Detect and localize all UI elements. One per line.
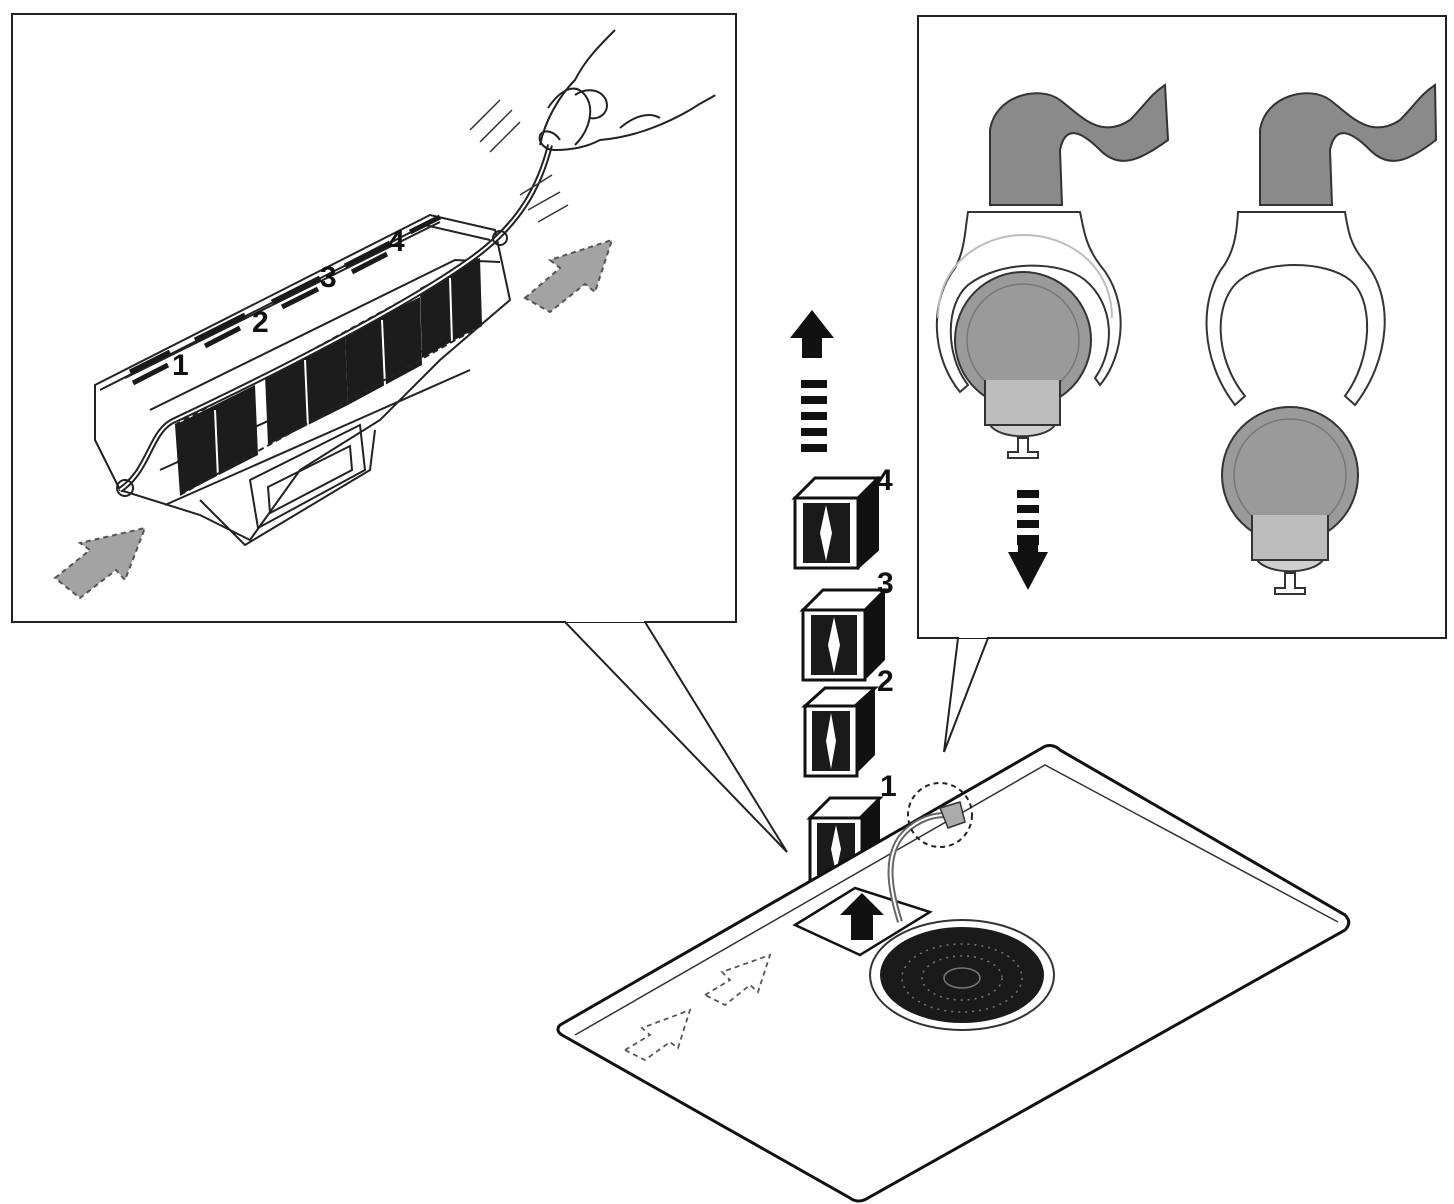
stack-filter-2 (801, 686, 879, 778)
hose-right (1259, 83, 1438, 206)
fan-grille-icon (869, 919, 1055, 1031)
filter-label-3: 3 (320, 261, 337, 294)
stack-label-1: 1 (880, 770, 897, 803)
airflow-arrow-icon (623, 953, 772, 1062)
hose-clip-released (1205, 83, 1438, 595)
filter-label-2: 2 (252, 306, 269, 339)
filter-unit (94, 144, 553, 547)
stack-label-3: 3 (877, 567, 894, 600)
filter-label-1: 1 (172, 349, 189, 382)
arrow-up-icon (790, 310, 834, 452)
pull-motion-lines (469, 99, 569, 223)
hose-clip-attached (935, 83, 1170, 590)
arrow-up-icon (840, 893, 884, 940)
cooktop (556, 744, 1351, 1203)
hose-detail-circle (907, 782, 973, 848)
filter-label-4: 4 (388, 225, 405, 258)
stack-label-2: 2 (877, 665, 894, 698)
hose-left (989, 83, 1170, 206)
arrow-down-icon (1008, 490, 1048, 590)
stack-label-4: 4 (876, 464, 893, 497)
hand-icon (538, 29, 716, 151)
stack-filter-4 (791, 475, 882, 571)
left-callout: 1 2 3 4 (11, 13, 788, 853)
airflow-arrow-icon (53, 238, 614, 600)
filter-stack: 4 3 2 1 (791, 464, 897, 882)
stack-filter-3 (799, 588, 889, 682)
right-callout (917, 15, 1447, 753)
right-callout-pointer (943, 637, 990, 753)
left-callout-pointer (562, 621, 788, 853)
